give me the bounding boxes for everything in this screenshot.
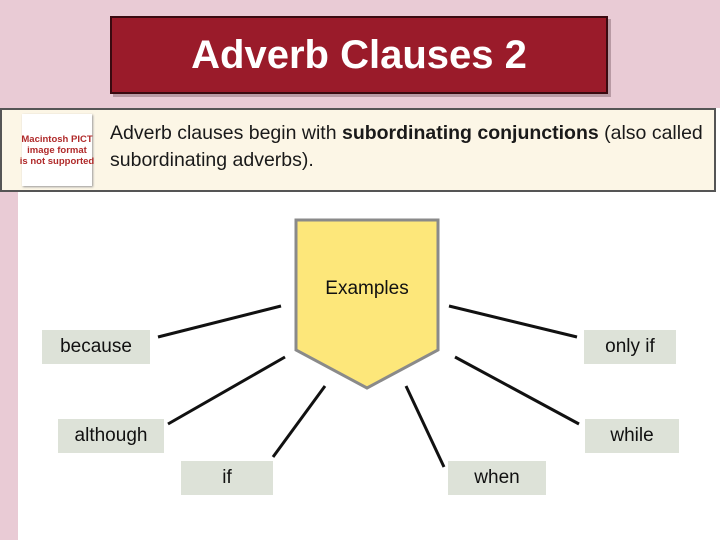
example-while: while	[585, 419, 679, 453]
connector-line-if	[271, 385, 327, 458]
definition-box: Macintosh PICT image format is not suppo…	[0, 108, 716, 192]
connector-line-because	[157, 304, 282, 339]
connector-line-while	[454, 355, 580, 426]
definition-part-2: (also called subordinating adverbs).	[110, 122, 703, 171]
placeholder-line-2: image format	[27, 144, 87, 156]
connector-line-when	[404, 385, 446, 468]
connector-line-only-if	[448, 304, 578, 339]
connector-line-although	[167, 355, 286, 426]
example-only-if: only if	[584, 330, 676, 364]
title-box: Adverb Clauses 2	[110, 16, 608, 94]
unsupported-image-placeholder: Macintosh PICT image format is not suppo…	[19, 114, 95, 186]
placeholder-line-3: is not supported	[19, 155, 95, 167]
examples-pentagon	[294, 218, 440, 390]
examples-label: Examples	[325, 278, 409, 299]
placeholder-line-1: Macintosh PICT	[21, 133, 93, 145]
example-if: if	[181, 461, 273, 495]
example-because: because	[42, 330, 150, 364]
slide-title: Adverb Clauses 2	[191, 32, 527, 77]
definition-part-1: Adverb clauses begin with	[110, 122, 342, 144]
example-when: when	[448, 461, 546, 495]
example-although: although	[58, 419, 164, 453]
definition-bold-term: subordinating conjunctions	[341, 122, 599, 144]
definition-text: Adverb clauses begin with subordinating …	[110, 120, 716, 174]
